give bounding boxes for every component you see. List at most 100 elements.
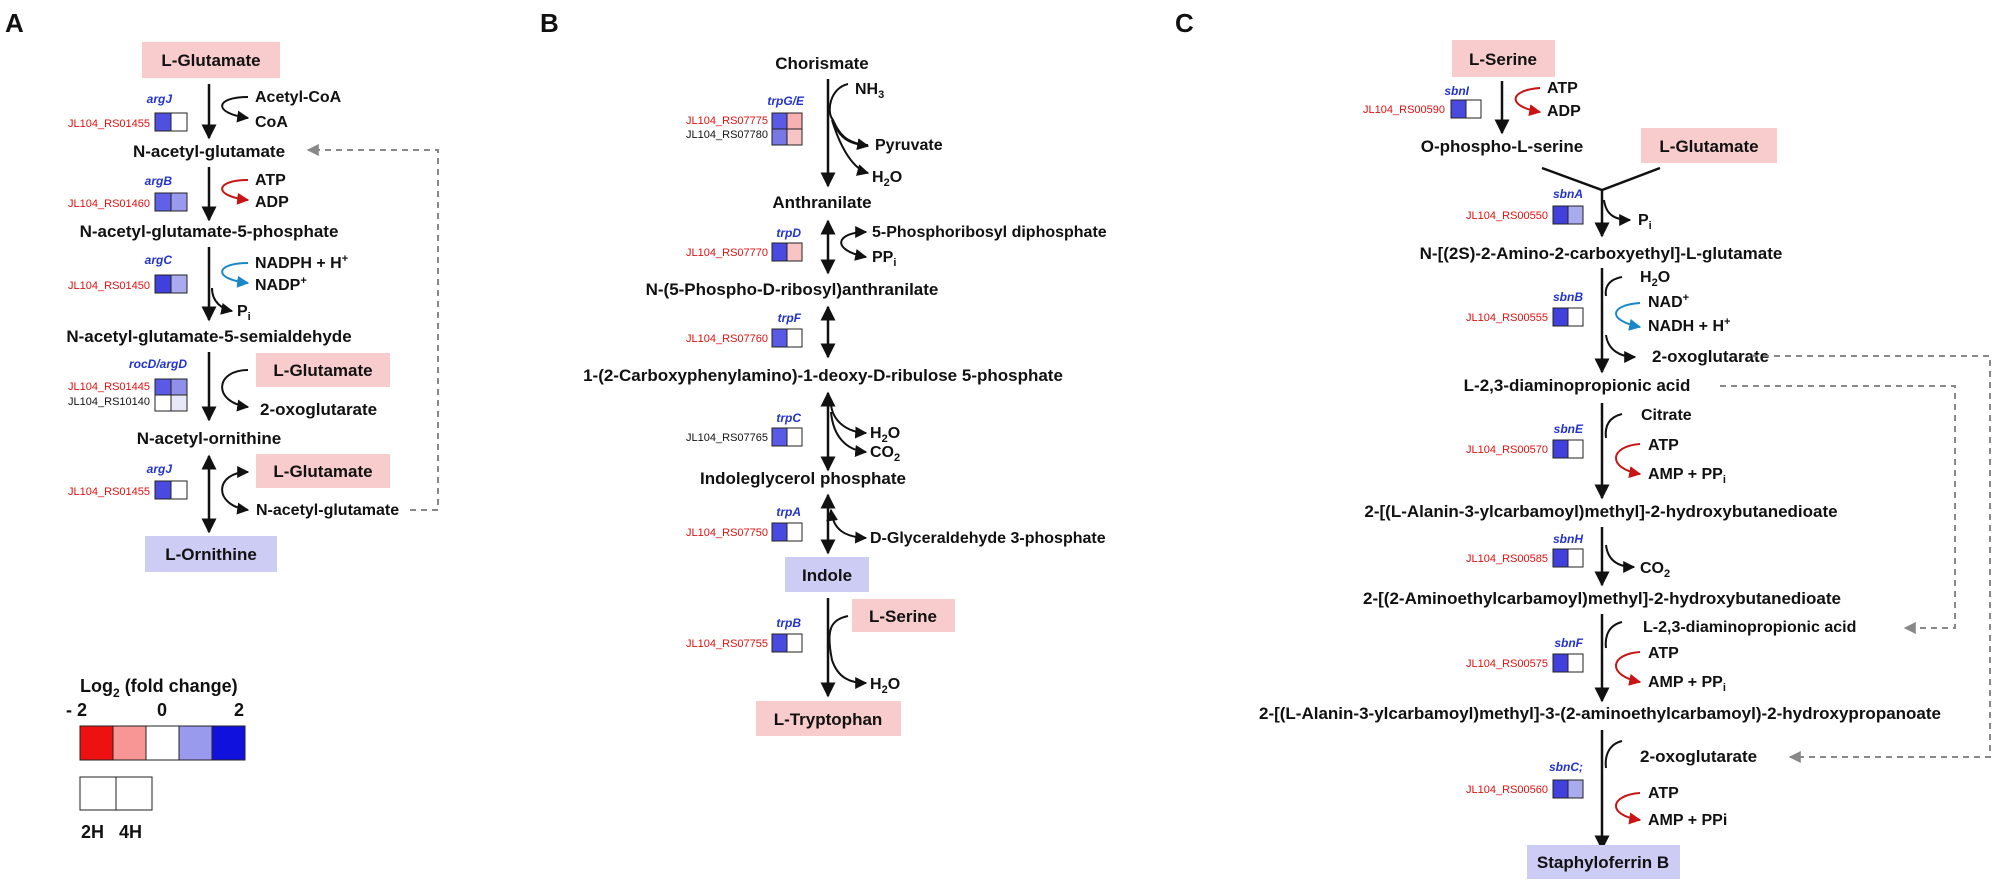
cofactor-atp: ATP: [1648, 645, 1679, 662]
heat-cell-2h: [771, 112, 788, 130]
heat-cell-2h: [154, 274, 172, 294]
nh3-text: NH: [855, 81, 878, 98]
amp-ppi-text: AMP + PP: [1648, 466, 1723, 483]
legend-cell-4h: [115, 776, 153, 811]
heat-cell-4h: [786, 128, 803, 146]
heat-cell-2h: [1552, 439, 1569, 459]
atp-arrow: [1514, 87, 1542, 117]
side-arrow: [1604, 276, 1623, 297]
gene-trpd: trpD: [776, 226, 801, 240]
legend-label-2h: 2H: [81, 822, 104, 842]
l-ornithine-box: [145, 536, 277, 572]
locus-id: JL104_RS00570: [1466, 444, 1548, 456]
co2-text: CO: [1640, 560, 1664, 577]
atp-arrow: [1615, 651, 1642, 686]
h2o-sub: 2: [882, 433, 888, 445]
product-h2o: H2O: [870, 676, 900, 696]
product-glyceraldehyde-3-phosphate: D-Glyceraldehyde 3-phosphate: [870, 530, 1106, 547]
cofactor-atp: ATP: [1648, 437, 1679, 454]
legend-tick-min: - 2: [66, 700, 87, 720]
product-ppi: PPi: [872, 249, 896, 269]
staphyloferrin-b-box: [1527, 845, 1680, 879]
heat-cell-4h: [786, 112, 803, 130]
h2o-o: O: [888, 676, 900, 693]
gene-trpa: trpA: [776, 505, 801, 519]
transamination-arrow: [221, 369, 250, 412]
cosubstrate-prpp: 5-Phosphoribosyl diphosphate: [872, 224, 1107, 241]
metabolite-n-acetyl-glutamate-5-phosphate: N-acetyl-glutamate-5-phosphate: [80, 222, 339, 241]
heat-cell-4h: [170, 274, 188, 294]
indole-box: [785, 557, 869, 592]
heat-cell-4h: [1567, 205, 1584, 225]
legend: Log2 (fold change) - 2 0 2 2H 4H: [66, 676, 246, 842]
nad-arrow: [1615, 302, 1642, 331]
gene-sbnf: sbnF: [1554, 636, 1583, 650]
ppi-text: PP: [872, 249, 894, 266]
gene-sbne: sbnE: [1554, 422, 1584, 436]
gene-sbni: sbnI: [1444, 84, 1469, 98]
product-nadh: NADH + H+: [1648, 316, 1730, 335]
heat-cell-4h: [786, 242, 803, 262]
heat-cell-4h: [786, 427, 803, 447]
cofactor-atp: ATP: [255, 172, 286, 189]
legend-title: Log2 (fold change): [80, 676, 238, 700]
cosubstrate-h2o: H2O: [1640, 269, 1670, 289]
legend-title-sub: 2: [113, 686, 120, 700]
legend-swatch-zero: [145, 725, 180, 761]
gene-sbnh: sbnH: [1553, 532, 1583, 546]
cosubstrate-l-glutamate: L-Glutamate: [273, 361, 372, 380]
product-amp-ppi: AMP + PPi: [1648, 674, 1726, 694]
side-arrow: [828, 615, 868, 689]
heat-cell-2h: [154, 378, 172, 396]
heat-cell-4h: [786, 633, 803, 653]
locus-id: JL104_RS01445: [68, 381, 150, 393]
cosubstrate-l-serine: L-Serine: [869, 607, 937, 626]
product-h2o: H2O: [872, 169, 902, 189]
nadph-sup: +: [342, 253, 348, 265]
nadh-text: NADH + H: [1648, 318, 1724, 335]
legend-swatch-m1: [112, 725, 147, 761]
locus-id: JL104_RS01455: [68, 118, 150, 130]
h2o-h: H: [870, 425, 882, 442]
metabolite-n-5-phospho-ribosyl-anthranilate: N-(5-Phospho-D-ribosyl)anthranilate: [646, 280, 939, 299]
side-arrow: [831, 119, 870, 176]
h2o-o: O: [888, 425, 900, 442]
heat-cell-2h: [771, 242, 788, 262]
locus-id: JL104_RS01455: [68, 486, 150, 498]
l-glutamate-box: [142, 42, 280, 78]
cofactor-atp: ATP: [1547, 80, 1578, 97]
l-glutamate-box-2: [256, 353, 390, 387]
metabolite-n-acetyl-ornithine: N-acetyl-ornithine: [137, 429, 282, 448]
h2o-h: H: [870, 676, 882, 693]
metabolite-l-glutamate: L-Glutamate: [1659, 137, 1758, 156]
legend-label-4h: 4H: [119, 822, 142, 842]
locus-id: JL104_RS07760: [686, 333, 768, 345]
locus-id: JL104_RS01460: [68, 198, 150, 210]
locus-id: JL104_RS00555: [1466, 312, 1548, 324]
heat-cell-2h: [1552, 779, 1569, 799]
co2-sub: 2: [1664, 568, 1670, 580]
heat-cell-4h: [1567, 779, 1584, 799]
panel-label-c: C: [1175, 8, 1194, 38]
nad-text: NAD: [1648, 294, 1683, 311]
atp-arrow: [1615, 443, 1642, 479]
amp-ppi-sub: i: [1723, 474, 1726, 486]
dap-recycle-arrow: [1720, 385, 1956, 634]
locus-id: JL104_RS07750: [686, 527, 768, 539]
heat-cell-2h: [1552, 307, 1569, 327]
metabolite-alanin-ylcarbamoyl-aminoethylcarbamoyl-hydroxypropanoate: 2-[(L-Alanin-3-ylcarbamoyl)methyl]-3-(2-…: [1259, 704, 1941, 723]
locus-id: JL104_RS07775: [686, 115, 768, 127]
recycling-dashed-arrow: [306, 144, 439, 511]
heat-cell-2h: [1552, 205, 1569, 225]
product-amp-ppi: AMP + PPi: [1648, 812, 1727, 829]
h2o-h: H: [1640, 269, 1652, 286]
cosubstrate-citrate: Citrate: [1641, 407, 1692, 424]
metabolite-aminoethylcarbamoyl-hydroxybutanedioate: 2-[(2-Aminoethylcarbamoyl)methyl]-2-hydr…: [1363, 589, 1841, 608]
atp-arrow: [1615, 792, 1642, 825]
product-h2o: H2O: [870, 425, 900, 445]
gene-trpf: trpF: [778, 311, 802, 325]
heat-cell-4h: [1567, 548, 1584, 568]
heat-cell-2h: [771, 633, 788, 653]
nadph-text: NADPH + H: [255, 255, 342, 272]
